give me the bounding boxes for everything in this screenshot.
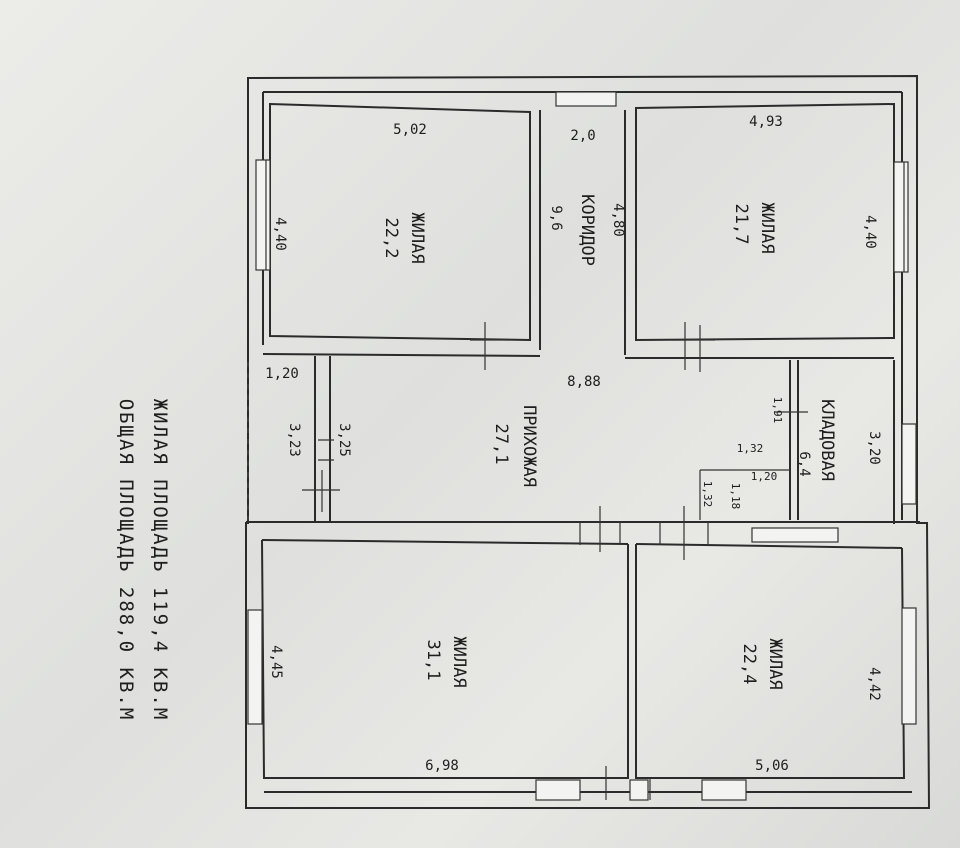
south-wing-top (246, 521, 920, 549)
room4-depth: 4,42 (866, 667, 882, 701)
door-marks (302, 322, 808, 800)
room1-depth: 4,40 (272, 217, 288, 251)
corridor-depth: 4,80 (610, 203, 626, 237)
hall-width: 8,88 (567, 374, 601, 390)
total-area-note: ОБЩАЯ ПЛОЩАДЬ 288,0 КВ.М (115, 399, 137, 722)
room2-name: ЖИЛАЯ (757, 202, 777, 253)
dim-3-23: 3,23 (286, 423, 302, 457)
storage-walls (789, 360, 895, 524)
room2-depth: 4,40 (862, 215, 878, 249)
room1-area: 22,2 (381, 218, 401, 259)
storage-area: 6,4 (796, 451, 812, 476)
hall-inner-wall (314, 356, 331, 522)
room3-walls (261, 539, 629, 779)
window-right-room4 (901, 607, 917, 725)
dim-1-18: 1,18 (729, 483, 742, 510)
room1-window-inner (265, 160, 905, 272)
dim-1-32: 1,32 (737, 442, 764, 455)
room4-label-group: ЖИЛАЯ 22,4 5,06 4,42 (739, 638, 882, 774)
room3-width: 6,98 (425, 758, 459, 774)
storage-name: КЛАДОВАЯ (817, 399, 837, 481)
room3-area: 31,1 (423, 640, 443, 681)
room2-walls (635, 102, 895, 342)
corridor-label-group: КОРИДОР 9,6 4,80 2,0 (548, 128, 626, 266)
corridor-name: КОРИДОР (577, 194, 597, 266)
room1-label-group: ЖИЛАЯ 22,2 5,02 4,40 (272, 122, 427, 264)
corridor-walls (539, 110, 626, 355)
window-top-corridor (555, 91, 617, 107)
room4-area: 22,4 (739, 644, 759, 685)
storage-inner-step (699, 469, 790, 520)
living-area-note: ЖИЛАЯ ПЛОЩАДЬ 119,4 КВ.М (149, 399, 171, 722)
room2-area: 21,7 (731, 204, 751, 245)
window-bottom-room3 (535, 779, 581, 801)
corridor-area: 9,6 (548, 205, 564, 230)
dim-1-20-small: 1,20 (751, 470, 778, 483)
hall-area: 27,1 (491, 424, 511, 465)
room3-label-group: ЖИЛАЯ 31,1 6,98 4,45 (268, 636, 469, 774)
storage-label-group: КЛАДОВАЯ 6,4 3,20 (796, 399, 882, 481)
room4-width: 5,06 (755, 758, 789, 774)
corridor-width: 2,0 (570, 128, 595, 144)
storage-width: 3,20 (866, 431, 882, 465)
hall-name: ПРИХОЖАЯ (519, 405, 539, 487)
room3-depth: 4,45 (268, 645, 284, 679)
window-hall-bottom (751, 527, 839, 543)
room4-name: ЖИЛАЯ (765, 638, 785, 689)
window-bottom-mid (629, 779, 649, 801)
dim-1-32-vertical: 1,32 (701, 481, 714, 508)
room2-width: 4,93 (749, 114, 783, 130)
room2-label-group: ЖИЛАЯ 21,7 4,93 4,40 (731, 114, 878, 254)
window-left-room3 (247, 609, 263, 725)
window-bottom-room4 (701, 779, 747, 801)
room1-name: ЖИЛАЯ (407, 212, 427, 263)
room1-width: 5,02 (393, 122, 427, 138)
hall-label-group: ПРИХОЖАЯ 27,1 8,88 (491, 374, 601, 487)
dim-3-25: 3,25 (336, 423, 352, 457)
window-right-room2 (893, 161, 909, 273)
hall-top-wall (262, 353, 894, 359)
dim-1-20: 1,20 (265, 366, 299, 382)
window-right-storage (901, 423, 917, 505)
dim-1-91: 1,91 (771, 397, 784, 424)
room3-name: ЖИЛАЯ (449, 636, 469, 687)
window-left-room1 (255, 159, 271, 271)
